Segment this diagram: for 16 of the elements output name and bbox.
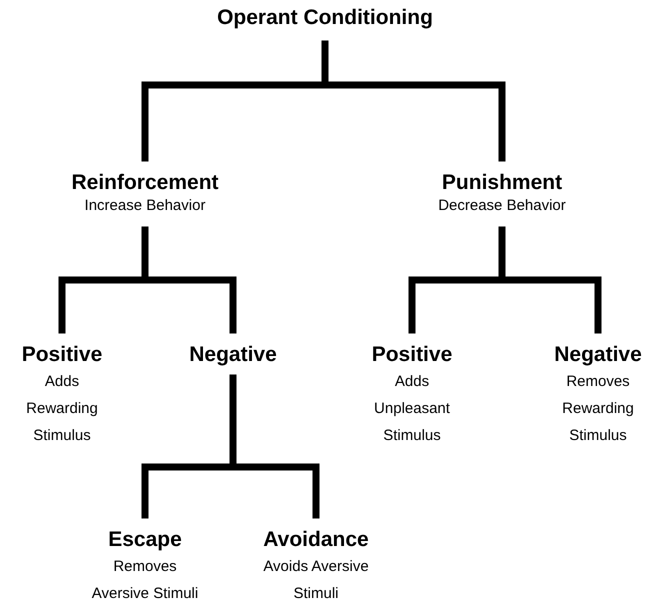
heading-text: Negative — [554, 342, 642, 368]
heading-text: Positive — [22, 342, 102, 368]
description-text: Removes Aversive Stimuli — [90, 557, 200, 604]
description-text: Adds Rewarding Stimulus — [25, 372, 99, 446]
description-text: Decrease Behavior — [438, 196, 566, 216]
heading-text: Avoidance — [263, 527, 369, 553]
heading-text: Operant Conditioning — [217, 5, 433, 31]
heading-text: Negative — [189, 342, 277, 368]
description-text: Increase Behavior — [84, 196, 206, 216]
heading-text: Reinforcement — [71, 170, 219, 196]
heading-text: Escape — [108, 527, 182, 553]
description-text: Removes Rewarding Stimulus — [561, 372, 635, 446]
heading-text: Positive — [372, 342, 452, 368]
heading-text: Punishment — [442, 170, 562, 196]
description-text: Adds Unpleasant Stimulus — [373, 372, 451, 446]
description-text: Avoids Aversive Stimuli — [262, 557, 370, 604]
